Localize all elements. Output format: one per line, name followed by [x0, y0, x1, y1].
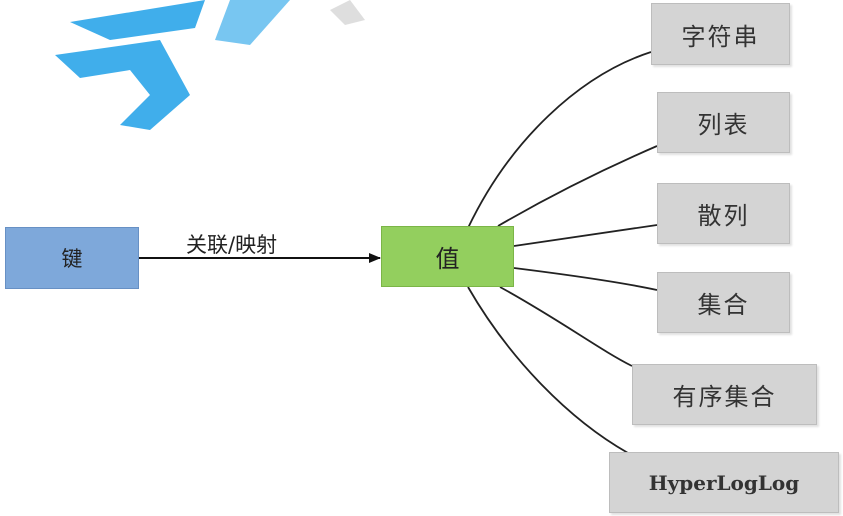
- branch-line: [513, 267, 658, 291]
- branch-line: [499, 286, 633, 367]
- type-node-string: 字符串: [651, 3, 790, 65]
- value-node: 值: [381, 226, 514, 287]
- watermark-graphic: [55, 0, 365, 130]
- key-node: 键: [5, 227, 139, 289]
- type-node-hash: 散列: [657, 183, 790, 244]
- branch-line: [513, 224, 658, 247]
- branch-line: [467, 286, 629, 454]
- type-node-list: 列表: [657, 92, 790, 153]
- edge-label: 关联/映射: [186, 233, 278, 257]
- type-node-set: 集合: [657, 272, 790, 333]
- branch-line: [467, 51, 652, 229]
- type-node-sorted-set: 有序集合: [632, 364, 817, 425]
- type-node-hyperloglog: HyperLogLog: [609, 452, 839, 513]
- branch-line: [497, 145, 658, 227]
